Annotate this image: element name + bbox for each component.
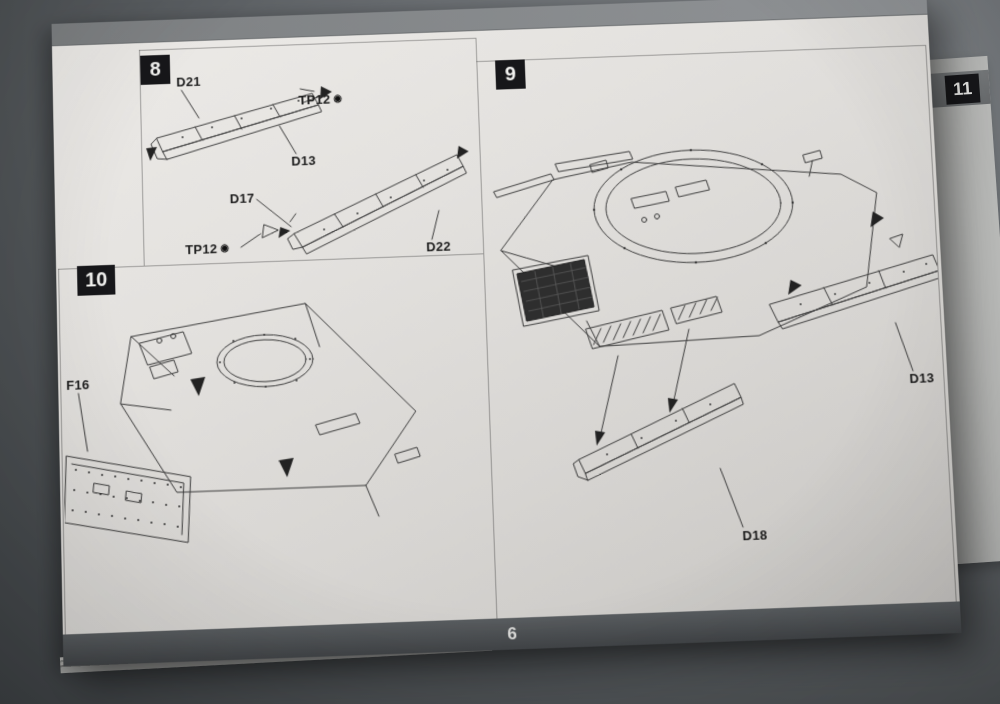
part-label-tp12-top: TP12 ◉	[298, 91, 342, 107]
part-label-text: D18	[742, 527, 768, 543]
assembly-arrow-icon	[457, 145, 469, 158]
part-label-d21: D21	[176, 74, 201, 90]
part-label-d13-step9: D13	[909, 370, 935, 386]
step-10-number-box: 10	[77, 265, 115, 296]
assembly-arrow-icon	[787, 279, 802, 294]
part-label-d22: D22	[426, 239, 451, 255]
step9-diagram	[478, 62, 954, 581]
step9-linework	[493, 140, 954, 535]
page-number: 6	[507, 623, 517, 644]
step-11-number-box: 11	[945, 73, 981, 104]
part-label-text: D21	[176, 74, 201, 90]
part-label-text: D17	[230, 191, 255, 207]
part-label-d13-step8: D13	[291, 153, 316, 169]
assembly-arrow-icon	[278, 227, 290, 238]
step9-bolts	[591, 141, 937, 456]
page-header-band	[52, 0, 928, 46]
mesh-plate	[516, 259, 594, 321]
part-label-text: TP12	[298, 92, 330, 108]
assembly-arrow-icon	[279, 458, 295, 478]
page-footer: 6	[63, 601, 962, 666]
panel9-top-border	[476, 45, 925, 62]
part-label-d17: D17	[230, 191, 255, 207]
part-label-tp12-bottom: TP12 ◉	[185, 241, 229, 257]
step10-bolts	[68, 332, 315, 532]
part-label-d18: D18	[742, 527, 768, 543]
part-label-text: D13	[291, 153, 316, 169]
instruction-page: 8 9 10 D21 TP12 ◉ D13 D17 TP12 ◉ D22 F16…	[52, 0, 962, 666]
part-label-text: F16	[66, 377, 90, 393]
step10-linework	[61, 299, 423, 547]
assembly-arrow-icon	[668, 398, 679, 413]
polycap-icon: ◉	[333, 94, 342, 104]
step10-diagram	[60, 269, 493, 587]
assembly-arrow-icon	[870, 211, 885, 227]
step-8-number-box: 8	[140, 55, 170, 85]
assembly-arrow-icon	[190, 377, 205, 397]
polycap-icon: ◉	[220, 243, 229, 253]
part-label-text: TP12	[185, 241, 217, 257]
step-9-number-box: 9	[495, 59, 526, 89]
part-label-text: D13	[909, 370, 935, 386]
part-label-text: D22	[426, 239, 451, 255]
part-label-f16: F16	[66, 377, 90, 393]
assembly-arrow-icon	[595, 430, 606, 445]
